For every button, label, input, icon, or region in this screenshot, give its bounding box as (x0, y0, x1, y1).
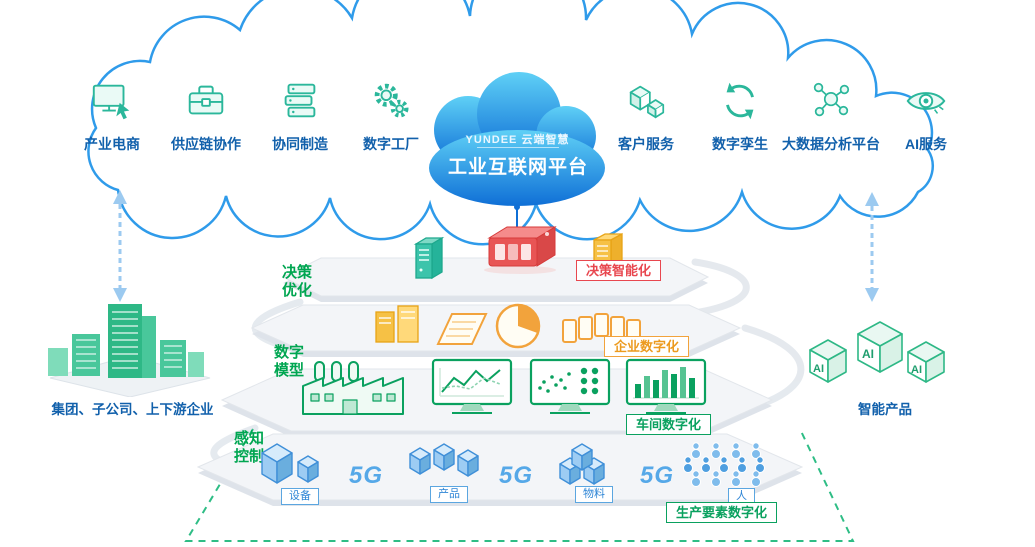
service-label: 数字孪生 (712, 136, 768, 152)
decision-machine-icon (477, 222, 563, 274)
platform-title: 工业互联网平台 (447, 157, 588, 178)
material-label: 物料 (575, 486, 613, 503)
report-panel-icon (436, 312, 488, 346)
service-digital-twin: 数字孪生 (687, 78, 793, 154)
service-supply-chain: 供应链协作 (153, 78, 259, 154)
service-label: 供应链协作 (171, 136, 241, 152)
service-label: 大数据分析平台 (782, 136, 880, 152)
ai-mark: AI (911, 364, 922, 376)
ai-mark: AI (813, 363, 824, 375)
monitor-scatter-chart-icon (528, 358, 612, 416)
brand-divider (477, 147, 559, 148)
smart-products-label: 智能产品 (858, 402, 912, 417)
service-label: 客户服务 (618, 136, 674, 152)
gears-icon (368, 78, 414, 126)
service-label: 协同制造 (272, 136, 328, 152)
service-label: 产业电商 (84, 136, 140, 152)
production-factors-tag: 生产要素数字化 (666, 502, 778, 523)
teal-cabinet-icon (412, 234, 446, 282)
molecule-icon (808, 78, 854, 126)
perception-layer-label: 感知控制 (234, 430, 265, 465)
product-label: 产品 (430, 486, 468, 503)
model-layer-label: 数字模型 (274, 344, 305, 379)
service-bigdata-platform: 大数据分析平台 (778, 78, 884, 154)
stacked-docs-icon (277, 78, 323, 126)
decision-intelligence-tag: 决策智能化 (576, 260, 662, 281)
platform-brand: YUNDEE 云端智慧 (465, 134, 570, 146)
monitor-line-chart-icon (430, 358, 514, 416)
people-group-icon (682, 438, 774, 492)
enterprise-label: 集团、子公司、上下游企业 (51, 402, 214, 417)
enterprise-buildings-icon (38, 292, 223, 397)
service-digital-factory: 数字工厂 (338, 78, 444, 154)
monitor-cart-icon (89, 78, 135, 126)
equipment-cubes-icon (258, 442, 330, 488)
product-cubes-icon (408, 442, 484, 488)
service-collaborative-manufacturing: 协同制造 (247, 78, 353, 154)
ai-mark: AI (862, 347, 874, 361)
service-industry-ecommerce: 产业电商 (59, 78, 165, 154)
service-label: 数字工厂 (363, 136, 419, 152)
monitor-bar-chart-icon (624, 358, 708, 416)
decision-layer-label: 决策优化 (282, 264, 313, 299)
workshop-digitalization-tag: 车间数字化 (626, 414, 712, 435)
five-g-label-1: 5G (349, 462, 384, 489)
briefcase-icon (183, 78, 229, 126)
smart-products-icon: AI AI AI (806, 310, 956, 392)
eye-icon (903, 78, 949, 126)
five-g-label-2: 5G (499, 462, 534, 489)
left-flow-arrow (113, 190, 127, 302)
bottom-dashed-boundary (184, 428, 855, 542)
material-cubes-icon (552, 442, 628, 488)
cycle-arrows-icon (717, 78, 763, 126)
yellow-server-icon (374, 302, 422, 346)
enterprise-digitalization-tag: 企业数字化 (604, 336, 690, 357)
server-boxes-icon (623, 78, 669, 126)
service-ai: AI服务 (873, 78, 979, 154)
five-g-label-3: 5G (640, 462, 675, 489)
service-label: AI服务 (905, 136, 947, 152)
service-customer-service: 客户服务 (593, 78, 699, 154)
pie-chart-icon (492, 300, 544, 352)
layer-plate-perception (196, 433, 804, 501)
right-flow-arrow (865, 192, 879, 302)
factory-icon (295, 360, 413, 420)
equipment-label: 设备 (281, 488, 319, 505)
